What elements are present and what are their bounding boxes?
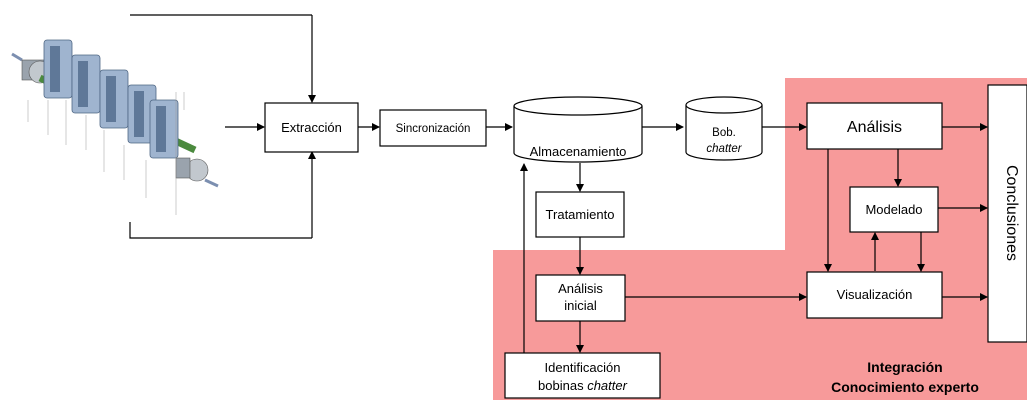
region-label-integracion: Integración	[867, 359, 942, 375]
label-sincronizacion: Sincronización	[396, 123, 471, 135]
node-bob-chatter	[685, 96, 763, 161]
label-visualizacion: Visualización	[837, 287, 913, 302]
label-analisis-inicial-1: Análisis	[558, 281, 603, 296]
label-analisis: Análisis	[847, 119, 902, 136]
label-identificacion-1: Identificación	[545, 360, 621, 375]
node-identificacion	[504, 352, 661, 399]
node-almacenamiento	[513, 96, 643, 163]
node-analisis	[806, 102, 943, 150]
expert-knowledge-region	[493, 78, 1027, 400]
node-tratamiento	[535, 191, 625, 238]
label-modelado: Modelado	[865, 202, 922, 217]
node-visualizacion	[806, 271, 943, 319]
rolling-mill-illustration	[11, 39, 219, 215]
label-extraccion: Extracción	[281, 120, 342, 135]
node-sincronizacion	[379, 109, 487, 147]
region-label-conocimiento: Conocimiento experto	[831, 379, 979, 395]
label-identificacion-2: bobinas chatter	[538, 378, 628, 393]
label-bob-chatter: chatter	[706, 143, 742, 155]
label-analisis-inicial-2: inicial	[564, 298, 597, 313]
node-conclusiones	[987, 84, 1027, 343]
node-extraccion	[264, 102, 359, 153]
label-conclusiones: Conclusiones	[1003, 165, 1020, 261]
label-tratamiento: Tratamiento	[546, 207, 615, 222]
label-bob: Bob.	[712, 127, 736, 139]
label-almacenamiento: Almacenamiento	[530, 144, 627, 159]
node-analisis-inicial	[535, 274, 626, 322]
node-modelado	[849, 186, 939, 233]
